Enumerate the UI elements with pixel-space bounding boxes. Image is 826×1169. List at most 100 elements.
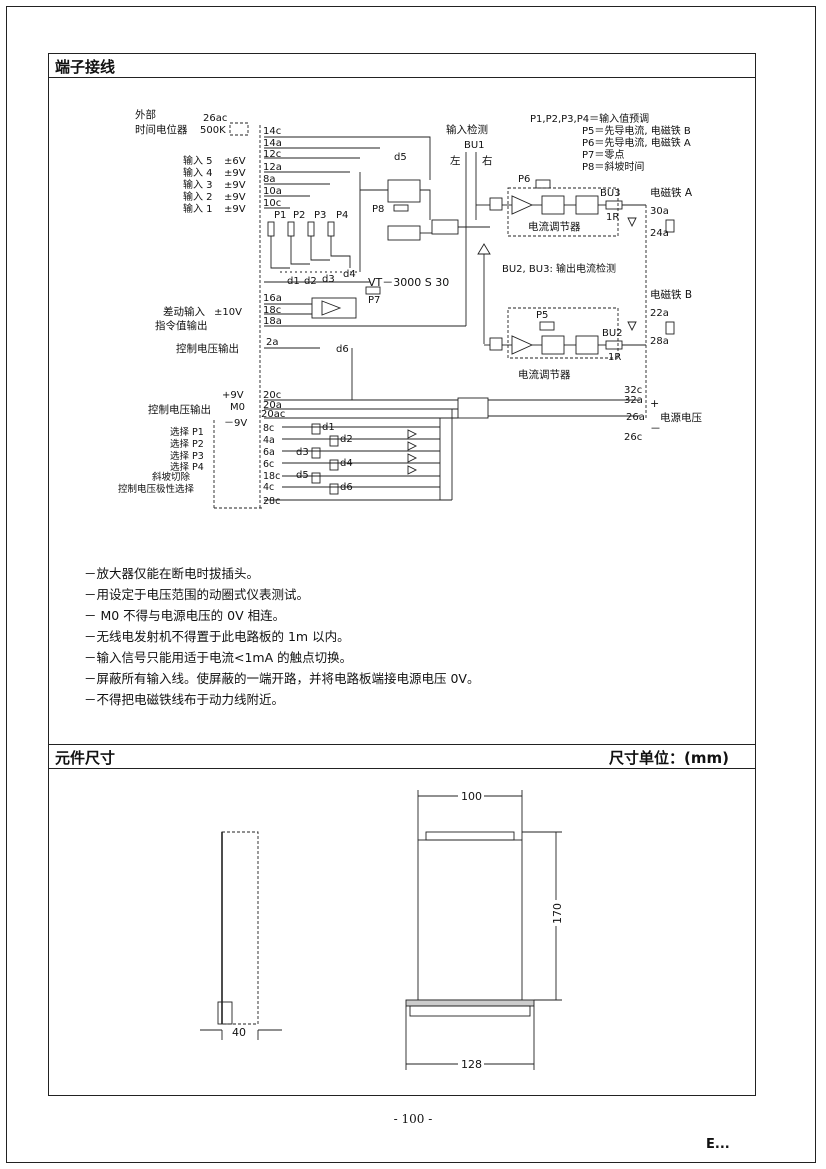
wire-p1	[270, 236, 290, 269]
led-2	[407, 441, 418, 451]
select-p2-terminal: 4a	[263, 435, 275, 446]
relay-d3-label: d3	[296, 447, 309, 458]
pot-p2	[287, 221, 295, 237]
pot-p7-label: P7	[368, 295, 380, 306]
diode-b	[627, 321, 637, 332]
shunt-a	[605, 200, 623, 210]
pot-p4-label: P4	[336, 210, 348, 221]
input-2-terminal: 10c	[263, 198, 281, 209]
input-4-voltage: ±9V	[224, 168, 246, 179]
minus9-label: －9V	[224, 418, 247, 429]
dim-100: 100	[461, 790, 482, 803]
terminal-26c: 26c	[624, 432, 642, 443]
terminal-32a: 32a	[624, 395, 643, 406]
terminal-18a: 18a	[263, 316, 282, 327]
terminal-2a: 2a	[266, 337, 279, 348]
terminal-28c: 28c	[263, 496, 280, 507]
ctrl-output-2-label: 控制电压输出	[148, 403, 211, 416]
terminal-32c: 32c	[624, 385, 642, 396]
select-p4-label: 选择 P4	[170, 461, 204, 473]
triangle-marker	[477, 243, 491, 255]
select-p3-label: 选择 P3	[170, 450, 204, 462]
current-reg-a-box	[507, 187, 619, 237]
notes-list: －放大器仅能在断电时拔插头。 －用设定于电压范围的动圈式仪表测试。 － M0 不…	[84, 563, 479, 710]
input-3-voltage: ±9V	[224, 180, 246, 191]
supply-plus: +	[650, 397, 659, 410]
input-1-voltage: ±9V	[224, 204, 246, 215]
terminal-20a: 20a	[263, 400, 282, 411]
select-p4-terminal: 6c	[263, 459, 274, 470]
logo: E...	[706, 1137, 730, 1152]
terminal-24a: 24a	[650, 228, 669, 239]
relay-d4-label: d4	[340, 458, 353, 469]
side-view-connector	[217, 1001, 233, 1025]
wire-ramp-in	[400, 136, 431, 180]
input-5-voltage: ±6V	[224, 156, 246, 167]
pot-p4	[327, 221, 335, 237]
pot-p1	[267, 221, 275, 237]
dim-40: 40	[232, 1026, 246, 1039]
front-view-base	[405, 999, 535, 1007]
right-label: 右	[482, 154, 493, 167]
contact-d2: d2	[304, 276, 317, 287]
dimension-title: 元件尺寸	[55, 749, 116, 767]
select-p1-terminal: 8c	[263, 423, 274, 434]
bu-check-label: BU2, BU3: 输出电流检测	[502, 262, 616, 275]
dim-128-bg	[458, 1057, 484, 1070]
wire-p2	[290, 236, 310, 265]
legend-4: P7＝零点	[582, 149, 624, 161]
dim-100-bg	[458, 789, 484, 802]
supply-label: 电源电压	[660, 411, 702, 424]
diff-input-voltage: ±10V	[214, 307, 242, 318]
relay-d2-label: d2	[340, 434, 353, 445]
input-check-label: 输入检测	[446, 123, 488, 136]
current-reg-a-label: 电流调节器	[528, 220, 581, 233]
terminal-26ac: 26ac	[203, 113, 227, 124]
contact-d1: d1	[287, 276, 300, 287]
input-3-label: 输入 3	[183, 178, 213, 191]
timer-pot-label: 时间电位器	[135, 123, 188, 136]
polarity-select-label: 控制电压极性选择	[118, 483, 195, 495]
input-5-terminal: 12a	[263, 162, 282, 173]
polarity-select-terminal: 4c	[263, 482, 274, 493]
dim-128: 128	[461, 1058, 482, 1071]
pot-p3-label: P3	[314, 210, 326, 221]
bu1-label: BU1	[464, 140, 485, 151]
relay-d5	[311, 472, 321, 484]
dimension-section: 元件尺寸 尺寸单位：(mm)	[48, 744, 756, 1096]
wiring-header: 端子接线	[49, 54, 755, 78]
front-view-body	[417, 839, 523, 1001]
contact-d4: d4	[343, 269, 356, 280]
input-2-voltage: ±9V	[224, 192, 246, 203]
note-7: －不得把电磁铁线布于动力线附近。	[84, 692, 285, 707]
led-3	[407, 453, 418, 463]
pot-p3	[307, 221, 315, 237]
supply-minus: －	[650, 422, 661, 435]
page-number: - 100 -	[393, 1112, 433, 1126]
magnet-b-label: 电磁铁 B	[650, 288, 692, 301]
amp-b	[511, 335, 534, 355]
terminal-20c: 20c	[263, 390, 281, 401]
terminal-12c: 12c	[263, 149, 281, 160]
page-frame	[6, 6, 816, 1163]
relay-d1	[311, 423, 321, 435]
front-view-cap	[425, 831, 515, 841]
current-reg-b-label: 电流调节器	[518, 368, 571, 381]
relay-d4	[329, 459, 339, 471]
model-label: VT－3000 S 30	[368, 276, 449, 289]
dimension-unit: 尺寸单位：(mm)	[609, 749, 729, 767]
wiring-title: 端子接线	[55, 58, 116, 76]
driver-b	[575, 335, 599, 355]
side-view-outline	[221, 831, 259, 1025]
led-1	[407, 429, 418, 439]
relay-d1-label: d1	[322, 422, 335, 433]
input-2-label: 输入 2	[183, 190, 213, 203]
shunt-b	[605, 340, 623, 350]
dim-170: 170	[551, 903, 564, 924]
diff-amp	[321, 300, 342, 316]
note-2: －用设定于电压范围的动圈式仪表测试。	[84, 587, 310, 602]
pot-p7	[365, 286, 381, 295]
ramp-cutoff-terminal: 18c	[263, 471, 280, 482]
m0-label: M0	[230, 402, 245, 413]
